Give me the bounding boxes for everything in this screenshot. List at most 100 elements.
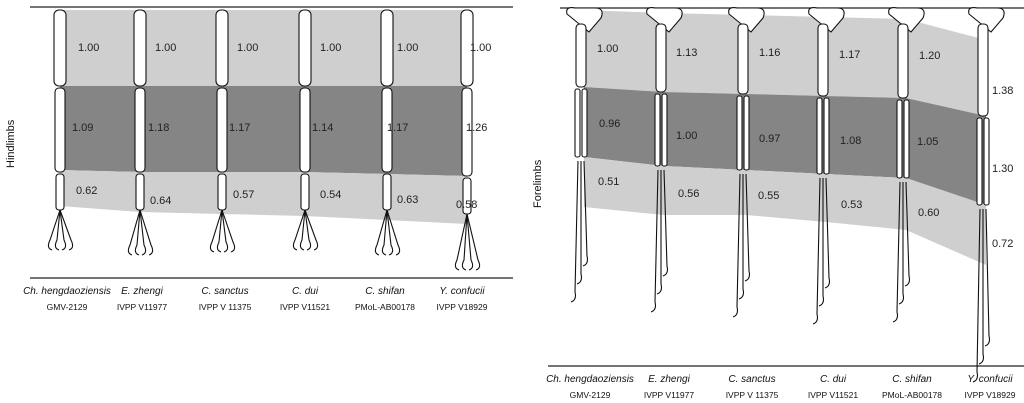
hand-ratio: 0.51: [598, 176, 619, 188]
humerus-bone: [977, 23, 989, 117]
toe-claw: [216, 209, 223, 253]
forelimb-skeleton: [968, 7, 1005, 383]
femur-bone: [298, 9, 312, 87]
metatarsal-bone: [300, 173, 310, 211]
tibia-ratio: 1.26: [466, 122, 487, 134]
finger-claw: [984, 208, 991, 347]
tibia-ratio: 1.17: [229, 122, 250, 134]
toe-claw: [54, 209, 61, 251]
scapulocoracoid-bone: [566, 7, 603, 33]
humerus-bone: [897, 23, 909, 99]
femur-bone: [133, 9, 147, 87]
foot-ratio: 0.62: [76, 185, 97, 197]
finger-claw: [972, 208, 981, 383]
scapulocoracoid-bone: [646, 7, 683, 33]
hindlimb-skeleton: [374, 9, 401, 256]
metatarsal-bone: [55, 173, 65, 211]
toe-claw: [59, 209, 67, 251]
toe-claw: [47, 209, 61, 251]
band-tibia: [60, 86, 467, 176]
specimen-id: IVPP V11521: [280, 302, 331, 312]
toe-claw: [139, 209, 147, 256]
metatarsal-bone: [382, 173, 392, 211]
humerus-ratio: 1.38: [992, 85, 1013, 97]
specimen-id: PMoL-AB00178: [355, 302, 415, 312]
forearm-ratio: 1.05: [917, 136, 938, 148]
hindlimb-skeleton: [127, 9, 154, 256]
specimen-id: IVPP V 11375: [726, 390, 779, 400]
toe-claw: [386, 209, 394, 256]
finger-claw: [904, 181, 911, 287]
femur-bone: [53, 9, 67, 87]
tibia-ratio: 1.09: [72, 122, 93, 134]
hand-ratio: 0.53: [841, 199, 862, 211]
forearm-ratio: 1.00: [676, 130, 697, 142]
specimen-id: IVPP V11977: [117, 302, 168, 312]
toe-claw: [292, 209, 306, 251]
tibia-ratio: 1.17: [387, 122, 408, 134]
species-name: C. shifan: [365, 286, 405, 297]
species-name: Ch. hengdaoziensis: [546, 374, 634, 385]
finger-claw: [978, 209, 985, 365]
metatarsal-bone: [217, 173, 227, 211]
toe-claw: [381, 209, 388, 256]
humerus-ratio: 1.17: [839, 49, 860, 61]
forelimb-skeleton: [808, 7, 845, 325]
finger-claw: [732, 173, 741, 318]
specimen-id: PMoL-AB00178: [882, 390, 942, 400]
radius-bone: [654, 93, 661, 167]
toe-claw: [461, 213, 468, 271]
forelimb-skeleton: [728, 7, 765, 318]
radius-bone: [574, 88, 581, 158]
species-name: Y. confucii: [439, 286, 485, 297]
toe-claw: [466, 213, 474, 271]
specimen-id: IVPP V11977: [644, 390, 695, 400]
toe-claw: [466, 213, 481, 271]
specimen-id: GMV-2129: [570, 390, 611, 400]
radius-bone: [896, 99, 903, 179]
band-femur: [60, 10, 467, 86]
finger-claw: [662, 169, 669, 277]
ulna-bone: [903, 99, 910, 179]
band-humerus: [584, 10, 986, 116]
species-name: C. dui: [292, 286, 319, 297]
tibia-bone: [216, 87, 228, 173]
tibia-bone: [134, 87, 146, 173]
scapulocoracoid-bone: [968, 7, 1005, 33]
forelimbs-axis-label: Forelimbs: [532, 159, 544, 208]
toe-claw: [221, 209, 236, 253]
scapulocoracoid-bone: [808, 7, 845, 33]
radius-bone: [816, 97, 823, 175]
hindlimbs-axis-label: Hindlimbs: [5, 119, 17, 168]
band-foot: [60, 170, 467, 224]
toe-claw: [221, 209, 229, 253]
species-name: E. zhengi: [121, 286, 163, 297]
femur-bone: [380, 9, 394, 87]
species-name: C. dui: [820, 374, 847, 385]
femur-bone: [460, 9, 474, 87]
tibia-bone: [381, 87, 393, 173]
toe-claw: [304, 209, 319, 251]
forelimb-skeleton: [566, 7, 603, 303]
toe-claw: [127, 209, 141, 256]
humerus-bone: [655, 23, 667, 93]
ulna-bone: [661, 93, 668, 167]
finger-claw: [576, 161, 583, 285]
toe-claw: [134, 209, 141, 256]
hindlimb-skeleton: [454, 9, 481, 271]
forearm-ratio: 0.96: [599, 118, 620, 130]
band-forearm: [584, 87, 986, 205]
toe-claw: [454, 213, 468, 271]
species-name: Y. confucii: [967, 374, 1013, 385]
foot-ratio: 0.63: [397, 194, 418, 206]
femur-ratio: 1.00: [397, 42, 418, 54]
finger-claw: [650, 169, 659, 313]
species-name: C. sanctus: [201, 286, 248, 297]
foot-ratio: 0.57: [233, 189, 254, 201]
humerus-ratio: 1.20: [919, 50, 940, 62]
femur-ratio: 1.00: [78, 42, 99, 54]
humerus-bone: [575, 23, 587, 88]
finger-claw: [582, 160, 589, 267]
humerus-bone: [817, 23, 829, 97]
